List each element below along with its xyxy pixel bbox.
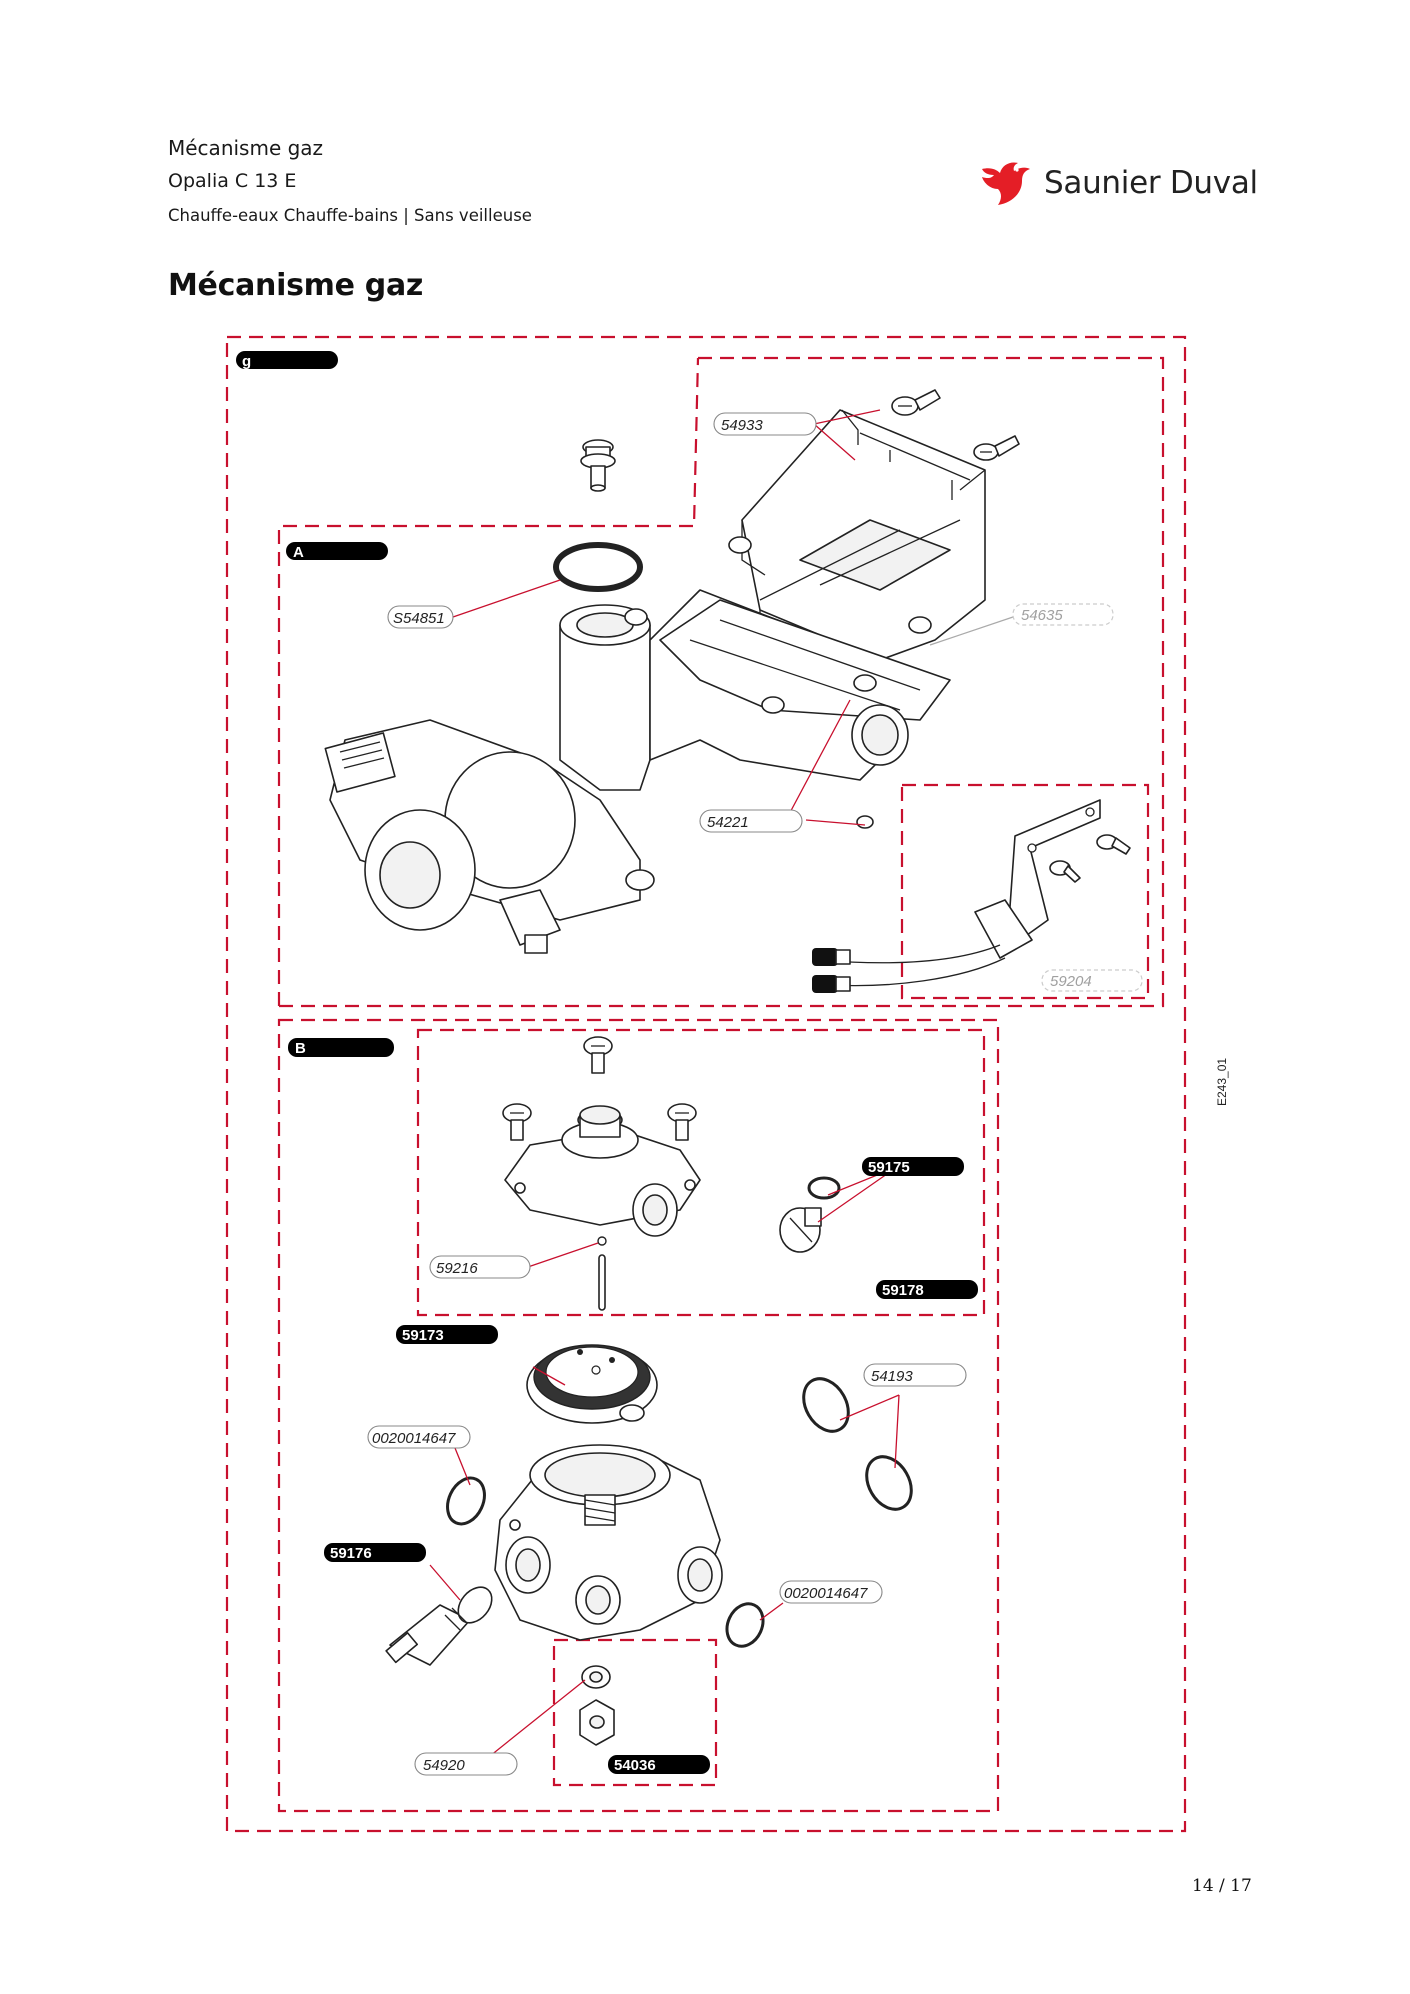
svg-text:59204: 59204 [1050,973,1092,990]
cover-top-screw [583,1036,613,1074]
cover-right-screw [667,1103,697,1141]
header-category: Chauffe-eaux Chauffe-bains | Sans veille… [168,206,532,225]
label-59176: 59176 [324,1543,426,1562]
frame-bracket [692,356,1165,1008]
sensor-screw-1 [1096,834,1131,855]
frame-b [277,1018,1000,1813]
svg-text:0020014647: 0020014647 [784,1585,868,1602]
label-0020014647-b: 0020014647 [779,1580,883,1604]
bird-logo-icon [982,162,1030,205]
header-model: Opalia C 13 E [168,170,297,192]
group-label-a: A [286,542,388,561]
brand-logo: Saunier Duval [980,158,1258,208]
frame-sensor [900,783,1150,1000]
svg-text:59175: 59175 [868,1159,910,1176]
sensor-screw-2 [1049,860,1081,883]
svg-text:54221: 54221 [707,814,749,831]
svg-text:59216: 59216 [436,1260,478,1277]
brand-name: Saunier Duval [1044,165,1258,201]
svg-text:59178: 59178 [882,1282,924,1299]
label-54635: 54635 [1012,603,1114,626]
sensor-bracket-part [819,799,1101,987]
diaphragm-59173 [526,1344,658,1424]
svg-text:54920: 54920 [423,1757,465,1774]
o-ring-0020014647-a [446,1476,486,1526]
svg-text:54933: 54933 [721,417,763,434]
svg-text:59176: 59176 [330,1545,372,1562]
gas-valve-body-part [324,589,951,954]
top-screw-part [580,439,616,492]
label-54933: 54933 [713,412,817,436]
label-54920: 54920 [414,1752,518,1776]
o-ring-0020014647-b [725,1602,765,1648]
label-59216: 59216 [429,1255,531,1279]
group-label-b-text: B [295,1040,306,1057]
label-s54851: S54851 [387,605,454,629]
group-label-g-text: g [242,353,251,370]
group-label-g: g [236,351,338,370]
valve-cover-part [504,1105,701,1237]
o-ring-54193-b [865,1455,913,1511]
connector-plugs [812,948,851,993]
washer-54920 [581,1665,611,1689]
label-54221: 54221 [699,809,803,833]
bracket-screw-1 [891,389,941,416]
o-ring-54193-a [802,1377,850,1433]
frame-a [277,357,700,1006]
label-54036: 54036 [608,1755,710,1774]
frame-cover [416,1028,986,1317]
svg-text:0020014647: 0020014647 [372,1430,456,1447]
svg-text:S54851: S54851 [393,610,445,627]
drawing-code: E243_01 [1215,1058,1229,1106]
nut-54036 [579,1699,615,1746]
group-label-b: B [288,1038,394,1057]
cover-left-screw [502,1103,532,1141]
header-section-title: Mécanisme gaz [168,136,324,160]
bracket-screw-2 [973,435,1020,461]
o-ring-59175 [807,1176,841,1200]
svg-text:54635: 54635 [1021,607,1063,624]
pin-59216 [597,1236,607,1311]
fitting-59176 [385,1586,493,1666]
svg-text:54193: 54193 [871,1368,913,1385]
label-59178: 59178 [876,1280,978,1299]
label-59175: 59175 [862,1157,964,1176]
svg-text:59173: 59173 [402,1327,444,1344]
frame-nut [552,1638,718,1787]
mounting-bracket-part [741,409,986,661]
page-number: 14 / 17 [1192,1876,1252,1896]
regulator-body-part [494,1444,723,1641]
label-59204: 59204 [1041,969,1143,992]
group-label-a-text: A [293,544,304,561]
plug-screw-59175 [779,1207,822,1253]
valve-screws [624,536,932,829]
svg-text:54036: 54036 [614,1757,656,1774]
label-0020014647-a: 0020014647 [367,1425,471,1449]
frame-g [225,335,1187,1833]
o-ring-s54851 [553,542,643,592]
label-54193: 54193 [863,1363,967,1387]
page-title: Mécanisme gaz [168,268,424,303]
label-59173: 59173 [396,1325,498,1344]
